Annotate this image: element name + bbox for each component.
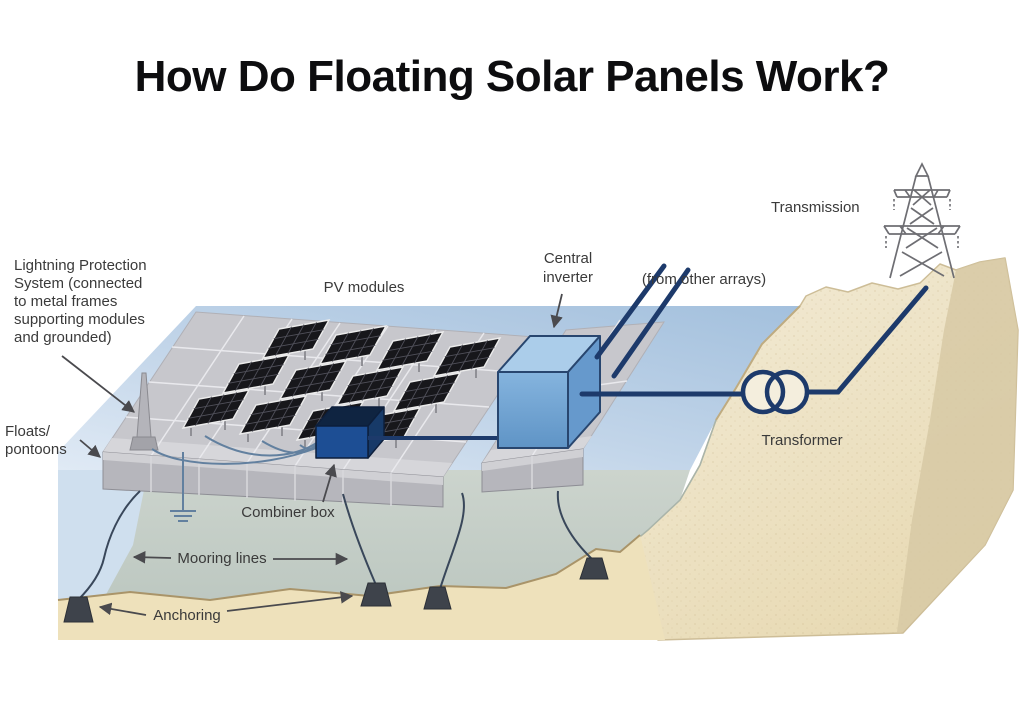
anchoring-text: Anchoring	[153, 607, 221, 624]
label-combiner-box: Combiner box	[241, 463, 337, 521]
floats-text: pontoons	[5, 441, 67, 458]
anchor-block	[360, 582, 392, 607]
label-floats-pontoons: Floats/ pontoons	[5, 423, 101, 458]
labels: Lightning Protection System (connected t…	[5, 199, 860, 624]
open-water-strip	[58, 470, 148, 600]
lightning-protection-text: supporting modules	[14, 311, 145, 328]
transformer-coil	[740, 369, 786, 415]
combiner-box-arrow	[322, 463, 337, 503]
label-transformer: Transformer	[761, 432, 842, 449]
land-side-face	[897, 258, 1018, 632]
anchor-block	[579, 557, 609, 580]
anchors	[63, 557, 609, 623]
central-inverter-text: inverter	[543, 269, 593, 286]
combiner-box-text: Combiner box	[241, 504, 335, 521]
lightning-protection-text: System (connected	[14, 275, 142, 292]
anchoring-arrow-right	[226, 591, 354, 612]
lightning-protection-text: Lightning Protection	[14, 257, 147, 274]
lightning-protection-text: and grounded)	[14, 329, 112, 346]
lightning-protection-text: to metal frames	[14, 293, 117, 310]
label-mooring-lines: Mooring lines	[132, 550, 349, 567]
mooring-lines-text: Mooring lines	[177, 550, 266, 567]
anchor-block	[423, 586, 452, 610]
transmission-line	[579, 285, 929, 415]
transmission-tower	[883, 162, 961, 279]
label-pv-modules: PV modules	[324, 279, 405, 296]
floats-text: Floats/	[5, 423, 51, 440]
central-inverter-arrow	[550, 293, 563, 329]
label-transmission: Transmission	[771, 199, 860, 216]
label-from-other-arrays: (from other arrays)	[642, 271, 766, 288]
mooring-arrow-left	[132, 551, 172, 564]
land-mass	[617, 257, 1019, 641]
anchor-block	[63, 596, 94, 623]
central-inverter-text: Central	[544, 250, 592, 267]
lightning-rod	[129, 372, 159, 451]
underwater-region	[58, 470, 690, 600]
from-other-arrays-lines	[594, 263, 691, 379]
label-lightning-protection: Lightning Protection System (connected t…	[14, 257, 147, 413]
label-anchoring: Anchoring	[98, 591, 354, 624]
panel-wiring	[151, 435, 319, 465]
floats-arrow	[79, 439, 101, 458]
anchoring-arrow-left	[98, 602, 147, 616]
mooring-lines	[77, 490, 594, 601]
page-title: How Do Floating Solar Panels Work?	[134, 52, 890, 101]
lightning-protection-arrow	[61, 355, 135, 413]
grounding	[170, 452, 196, 522]
combiner-box	[315, 406, 385, 459]
label-central-inverter: Central inverter	[543, 250, 593, 329]
